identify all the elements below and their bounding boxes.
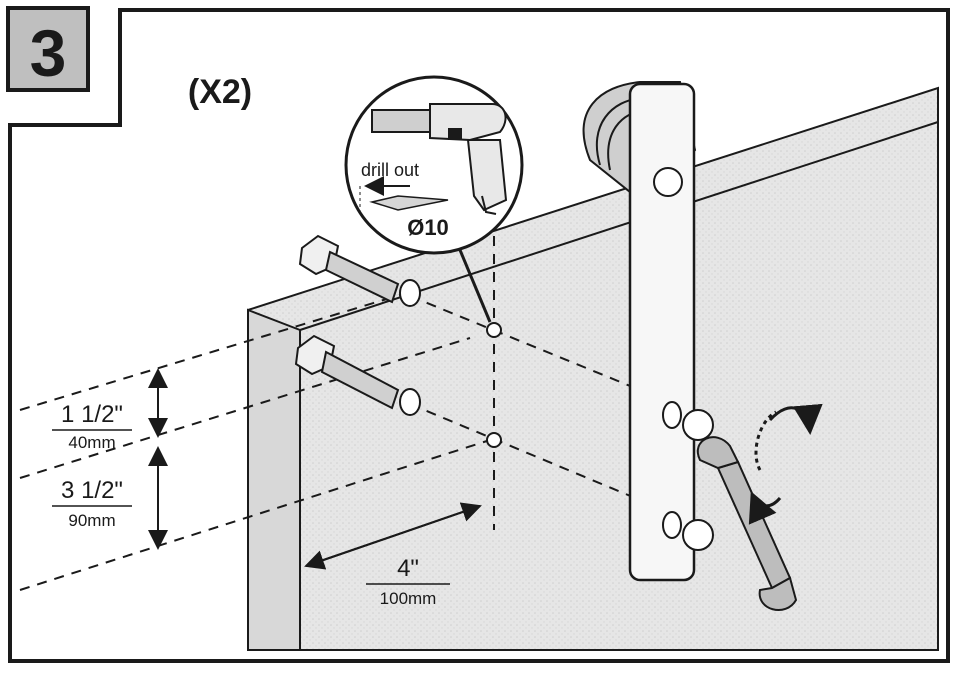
drill-callout: drill out Ø10 bbox=[344, 75, 524, 323]
dimension-upper-spacing: 1 1/2" 40mm bbox=[52, 401, 132, 452]
dimension-offset-imperial: 4" bbox=[397, 555, 419, 582]
step-badge: 3 bbox=[6, 6, 90, 92]
washer-icon bbox=[662, 401, 682, 429]
wrench-icon bbox=[696, 436, 798, 611]
dimension-offset-metric: 100mm bbox=[380, 589, 437, 608]
hanger-strap bbox=[582, 81, 714, 582]
bolt-icon bbox=[653, 167, 683, 197]
bolt-upper bbox=[298, 234, 421, 307]
dimension-lower-imperial: 3 1/2" bbox=[61, 477, 123, 504]
nut-icon bbox=[682, 519, 714, 551]
drill-hole-upper bbox=[486, 322, 502, 338]
drill-out-label: drill out bbox=[361, 160, 419, 180]
washer-icon bbox=[662, 511, 682, 539]
dimension-lower-spacing: 3 1/2" 90mm bbox=[52, 477, 132, 530]
drill-diameter: Ø10 bbox=[407, 215, 449, 240]
nut-icon bbox=[682, 409, 714, 441]
quantity-label: (X2) bbox=[188, 73, 252, 111]
drill-bit bbox=[369, 195, 449, 211]
dimension-edge-offset: 4" 100mm bbox=[304, 502, 482, 608]
drill-icon bbox=[371, 103, 508, 215]
dimension-upper-imperial: 1 1/2" bbox=[61, 401, 123, 428]
guide-lines bbox=[19, 236, 641, 591]
bolt-lower bbox=[294, 334, 421, 416]
step-number: 3 bbox=[30, 16, 67, 90]
washer-icon bbox=[399, 388, 421, 416]
dimension-lower-metric: 90mm bbox=[68, 511, 115, 530]
washer-icon bbox=[399, 279, 421, 307]
dimension-upper-metric: 40mm bbox=[68, 433, 115, 452]
rotate-arrow-icon bbox=[748, 403, 823, 525]
drill-hole-lower bbox=[486, 432, 502, 448]
